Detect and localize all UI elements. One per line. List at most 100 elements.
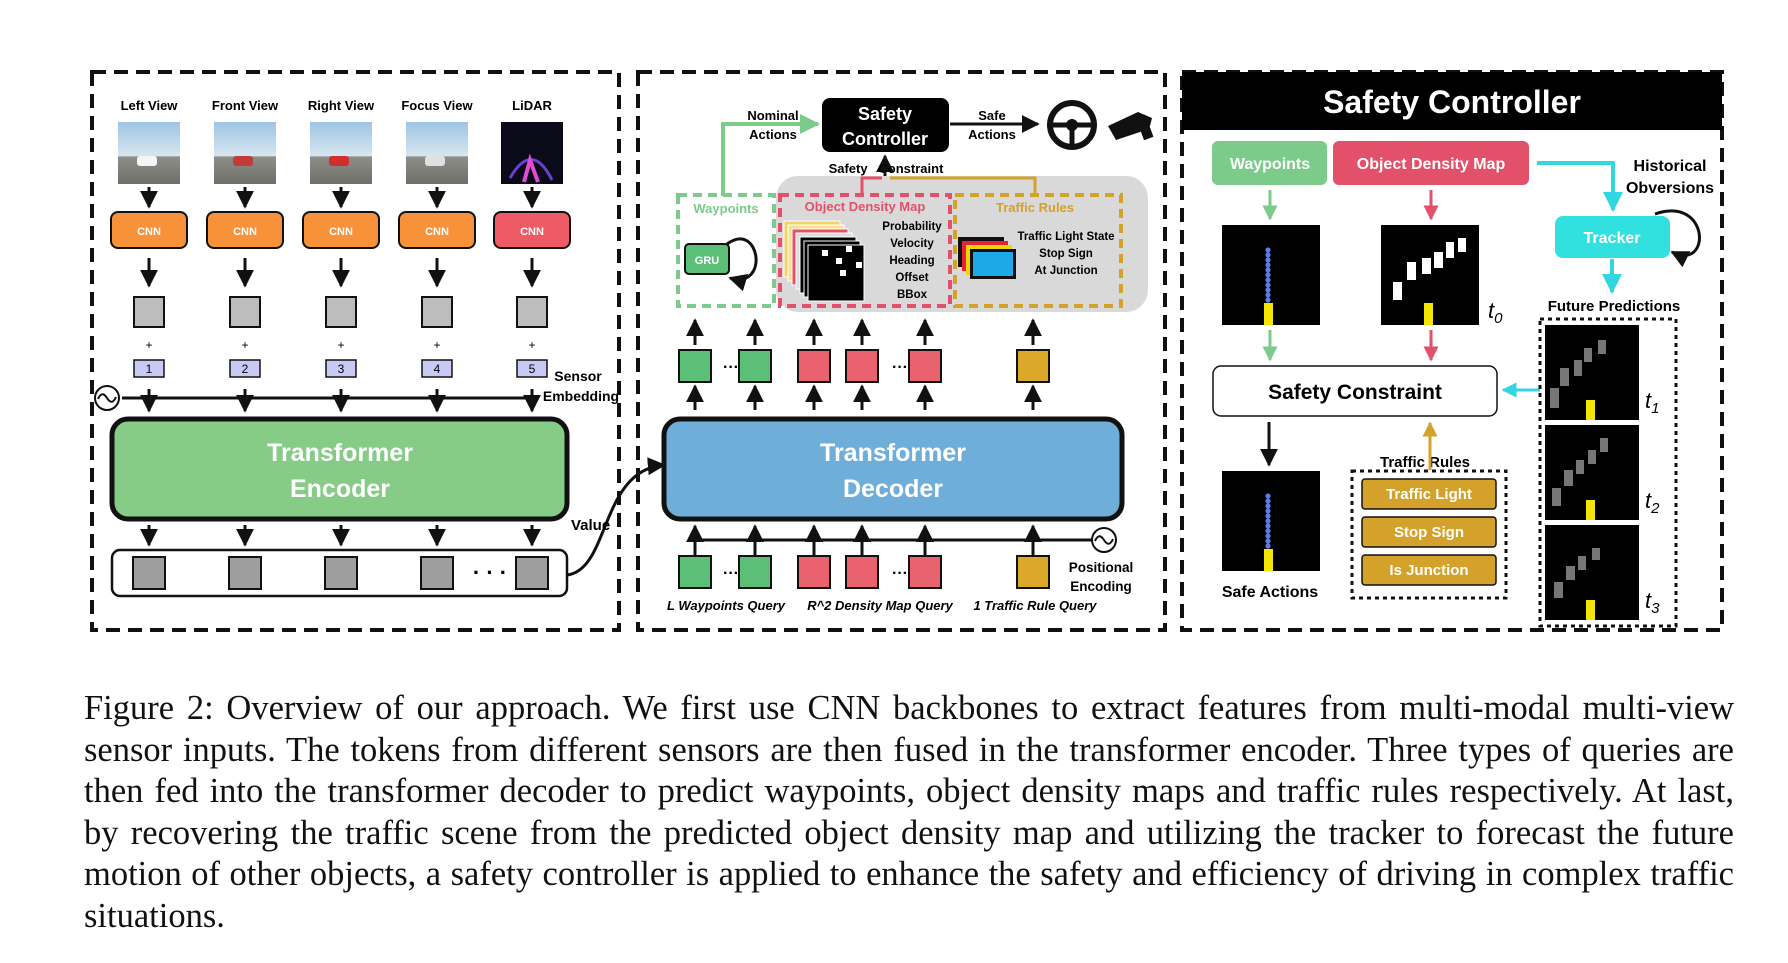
lidar-points — [522, 153, 540, 183]
tracker-label: Tracker — [1584, 230, 1641, 247]
transformer-encoder-label-1: Transformer — [267, 439, 413, 467]
traffic-rules-head-box — [953, 193, 1123, 308]
feature-token — [325, 296, 357, 328]
cnn-backbone — [493, 211, 571, 249]
waypoint-dot — [1265, 292, 1271, 298]
waypoint-dot — [1265, 538, 1271, 544]
sensor-id-box — [133, 359, 165, 378]
encoded-token — [228, 556, 262, 590]
ego-vehicle — [1264, 303, 1273, 325]
cnn-label: CNN — [520, 226, 544, 238]
car-shape — [137, 156, 157, 166]
time-label-t0: t0 — [1488, 298, 1503, 327]
safety-controller-label-2: Controller — [842, 129, 928, 149]
density-attribute: Velocity — [890, 238, 934, 250]
query-ellipsis-2: ··· — [892, 565, 908, 582]
ego-vehicle — [1586, 600, 1595, 620]
traffic-rules-box — [1350, 469, 1508, 600]
plus-sign: + — [433, 338, 440, 352]
waypoint-dot — [1265, 297, 1271, 303]
safety-constraint-title: Safety Constraint — [1268, 381, 1442, 404]
density-blob — [840, 270, 846, 276]
view-label: Focus View — [401, 98, 473, 113]
traffic-rule-label: Traffic Light — [1386, 486, 1472, 503]
decoder-output-token — [738, 349, 772, 383]
car-shape — [329, 156, 349, 166]
decoder-output-token — [908, 349, 942, 383]
nominal-actions-arrow — [721, 114, 820, 196]
waypoints-query-label: L Waypoints Query — [667, 598, 786, 613]
time-label-base: t — [1645, 588, 1652, 613]
waypoints-head-label: Waypoints — [693, 201, 758, 216]
density-attribute: BBox — [897, 289, 928, 301]
waypoint-dots — [1265, 493, 1271, 549]
query-token — [797, 555, 831, 589]
time-label-t0-sub: 0 — [1494, 310, 1503, 327]
predicted-object — [1550, 388, 1559, 408]
waypoint-dot — [1265, 513, 1271, 519]
ego-vehicle — [1586, 400, 1595, 420]
waypoint-dot — [1265, 498, 1271, 504]
ego-vehicle — [1586, 500, 1595, 520]
cnn-backbone — [110, 211, 188, 249]
car-shape — [233, 156, 253, 166]
safety-controller-label-1: Safety — [858, 104, 912, 124]
density-to-controller-line — [860, 176, 882, 193]
density-objects-t0 — [1393, 238, 1466, 300]
time-label: t1 — [1645, 388, 1659, 417]
time-label: t3 — [1645, 588, 1660, 617]
positional-encoding-label-2: Encoding — [1070, 579, 1132, 594]
sine-wave-icon — [94, 385, 120, 411]
density-blob — [822, 250, 828, 256]
safe-actions-label: Safe Actions — [1222, 584, 1318, 601]
waypoint-dots — [1265, 247, 1271, 303]
waypoint-dot — [1265, 493, 1271, 499]
traffic-rules-label: Traffic Rules — [1380, 454, 1470, 471]
encoded-token — [515, 556, 549, 590]
waypoint-dot — [1265, 543, 1271, 549]
density-map-stack — [783, 220, 865, 302]
rule-attribute: At Junction — [1034, 265, 1097, 277]
decoder-panel-border — [636, 70, 1167, 632]
ctrl-density-box — [1333, 141, 1529, 185]
camera-image — [118, 122, 180, 184]
decoder-output-ellipsis-2: ··· — [892, 359, 908, 376]
rule-attribute: Stop Sign — [1039, 248, 1093, 260]
cnn-label: CNN — [329, 226, 353, 238]
query-ellipsis-1: ··· — [723, 565, 739, 582]
density-head-box — [778, 193, 952, 308]
feature-token — [229, 296, 261, 328]
controller-panel: Safety Controller Waypoints Object Densi… — [1180, 70, 1724, 632]
object-box — [1422, 258, 1431, 274]
cnn-label: CNN — [425, 226, 449, 238]
sensor-id: 1 — [146, 362, 153, 376]
safety-constraint-box — [1212, 365, 1498, 417]
predicted-object — [1552, 488, 1561, 506]
sensor-id-box — [421, 359, 453, 378]
waypoint-dot — [1265, 247, 1271, 253]
time-label-t0-base: t — [1488, 298, 1495, 323]
feature-token — [133, 296, 165, 328]
view-label: Front View — [212, 98, 279, 113]
predicted-object — [1588, 450, 1596, 464]
predicted-object — [1592, 548, 1600, 560]
density-blob — [846, 246, 852, 252]
figure-caption: Figure 2: Overview of our approach. We f… — [84, 688, 1734, 937]
encoded-token — [324, 556, 358, 590]
sensor-embedding-label-2: Embedding — [543, 388, 619, 404]
car-shape — [425, 156, 445, 166]
traffic-rule-stack-icon — [958, 237, 1016, 279]
predicted-object — [1560, 368, 1569, 386]
waypoint-dot — [1265, 277, 1271, 283]
camera-image — [406, 122, 468, 184]
decoder-output-ellipsis-1: ··· — [723, 359, 739, 376]
encoded-token — [420, 556, 454, 590]
query-token — [678, 555, 712, 589]
encoder-output-arrows — [140, 525, 541, 547]
waypoint-dot — [1265, 272, 1271, 278]
predicted-object — [1574, 360, 1582, 376]
waypoint-dot — [1265, 523, 1271, 529]
